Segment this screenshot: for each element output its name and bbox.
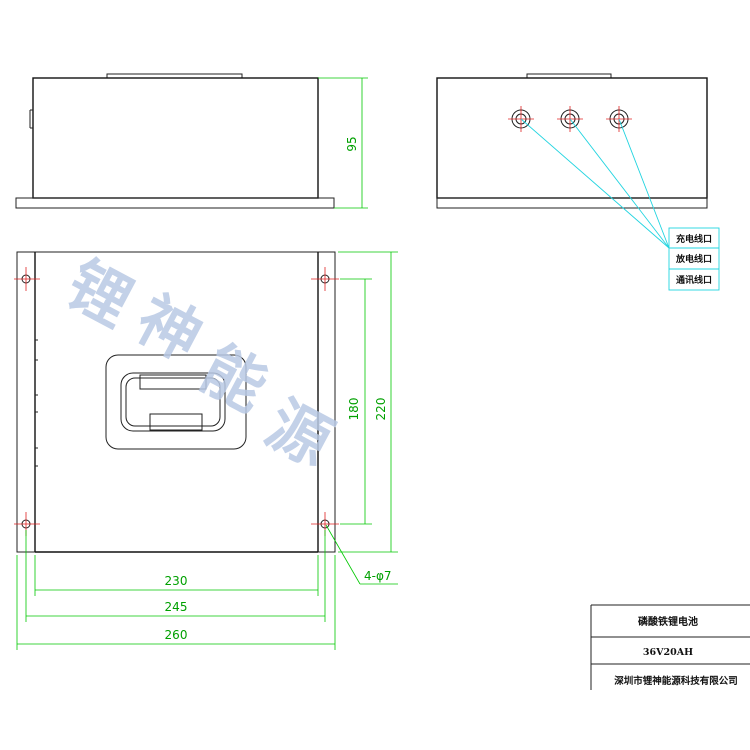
title-company: 深圳市锂神能源科技有限公司 — [614, 675, 738, 687]
handle-icon — [105, 354, 247, 450]
dim-220: 220 — [374, 398, 388, 421]
watermark-char-2: 神 — [125, 282, 214, 376]
title-block: 磷酸铁锂电池 36V20AH 深圳市锂神能源科技有限公司 — [590, 604, 750, 690]
dim-260: 260 — [165, 628, 188, 642]
horizontal-dimensions: 230 245 260 — [16, 530, 336, 650]
title-spec: 36V20AH — [643, 647, 693, 658]
side-view — [436, 73, 708, 209]
dim-180: 180 — [347, 398, 361, 421]
vertical-dimensions: 180 220 — [338, 251, 398, 553]
watermark: 锂 神 能 源 — [55, 247, 344, 481]
front-view — [15, 73, 335, 209]
top-view — [16, 251, 336, 553]
title-product: 磷酸铁锂电池 — [638, 615, 698, 628]
port-label-charge: 充电线口 — [676, 233, 712, 245]
watermark-char-1: 锂 — [55, 247, 144, 341]
port-leaders — [520, 118, 670, 249]
port-label-comm: 通讯线口 — [676, 274, 712, 286]
hole-top-left-icon — [14, 267, 40, 291]
hole-top-right-icon — [311, 267, 339, 291]
watermark-char-4: 源 — [255, 387, 344, 481]
hole-spec-callout: 4-φ7 — [325, 524, 398, 585]
dim-95: 95 — [345, 136, 359, 151]
dim-230: 230 — [165, 574, 188, 588]
port-label-box: 充电线口 放电线口 通讯线口 — [668, 227, 720, 291]
hole-spec-label: 4-φ7 — [364, 569, 392, 583]
watermark-char-3: 能 — [190, 332, 279, 426]
dim-245: 245 — [165, 600, 188, 614]
front-height-dimension: 95 — [318, 77, 368, 209]
port-label-discharge: 放电线口 — [675, 253, 712, 265]
hole-bottom-left-icon — [14, 512, 40, 536]
